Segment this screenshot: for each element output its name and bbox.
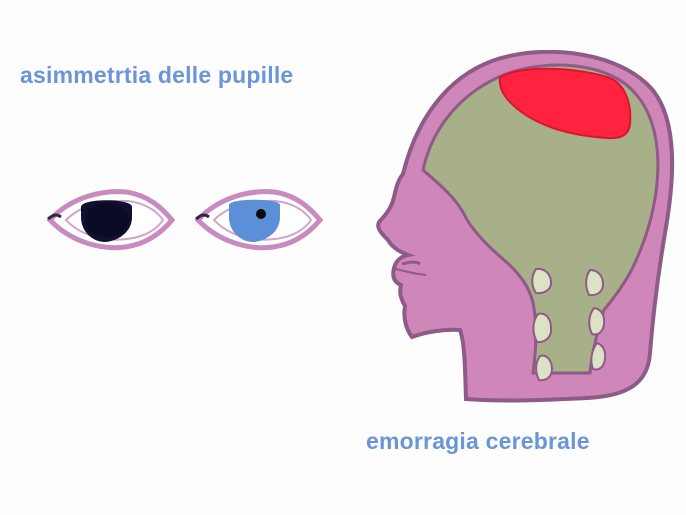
cervical-vertebra-shape [536,356,552,380]
cervical-vertebra-shape [586,270,603,295]
left-eye-dilated-icon [46,186,176,256]
pupil-asymmetry-label: asimmetrtia delle pupille [20,62,293,89]
cerebral-hemorrhage-label: emorragia cerebrale [366,428,590,455]
right-eye-normal-icon [194,186,324,256]
cervical-vertebra-shape [589,308,604,335]
cervical-vertebra-shape [533,314,551,342]
cervical-vertebra-shape [591,343,605,370]
mouth-line-shape [402,262,420,264]
head-section-illustration [368,50,686,410]
cervical-vertebra-shape [532,269,551,293]
